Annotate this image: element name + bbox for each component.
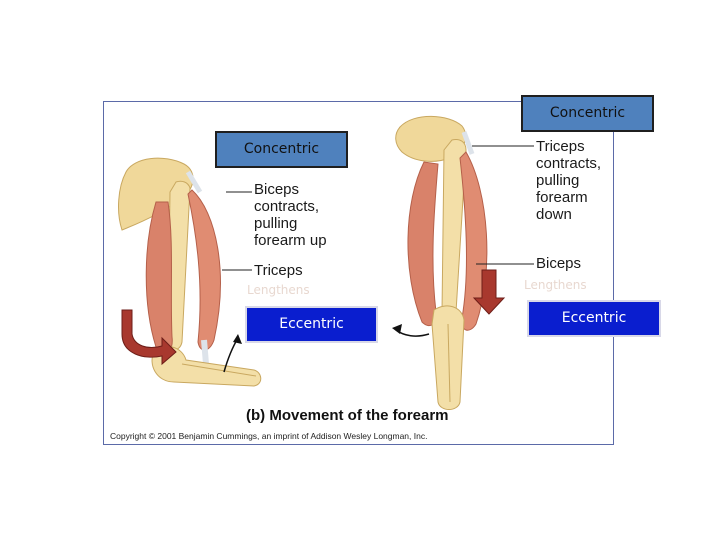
red-curved-arrow-icon xyxy=(121,309,177,366)
copyright-text: Copyright © 2001 Benjamin Cummings, an i… xyxy=(110,431,428,441)
eccentric-box-left: Eccentric xyxy=(245,306,378,343)
lengthens-label-left: Lengthens xyxy=(247,283,310,297)
right-arm xyxy=(395,115,488,410)
lengthens-label-right: Lengthens xyxy=(524,278,587,292)
triceps-label-left: Triceps xyxy=(254,262,303,279)
biceps-label-left: Biceps contracts, pulling forearm up xyxy=(254,181,327,249)
left-arm xyxy=(118,157,262,387)
triceps-label-right: Triceps contracts, pulling forearm down xyxy=(536,138,602,223)
eccentric-box-right: Eccentric xyxy=(527,300,661,337)
biceps-label-right: Biceps xyxy=(536,255,582,272)
concentric-box-left: Concentric xyxy=(215,131,348,168)
figure-caption: (b) Movement of the forearm xyxy=(246,407,449,424)
arm-illustration xyxy=(118,115,534,410)
up-arrowhead xyxy=(233,334,242,344)
concentric-box-right: Concentric xyxy=(521,95,654,132)
left-arrowhead xyxy=(392,324,402,334)
figure-panel: Biceps contracts, pulling forearm up Tri… xyxy=(103,101,614,445)
red-down-arrow-icon xyxy=(472,269,506,315)
